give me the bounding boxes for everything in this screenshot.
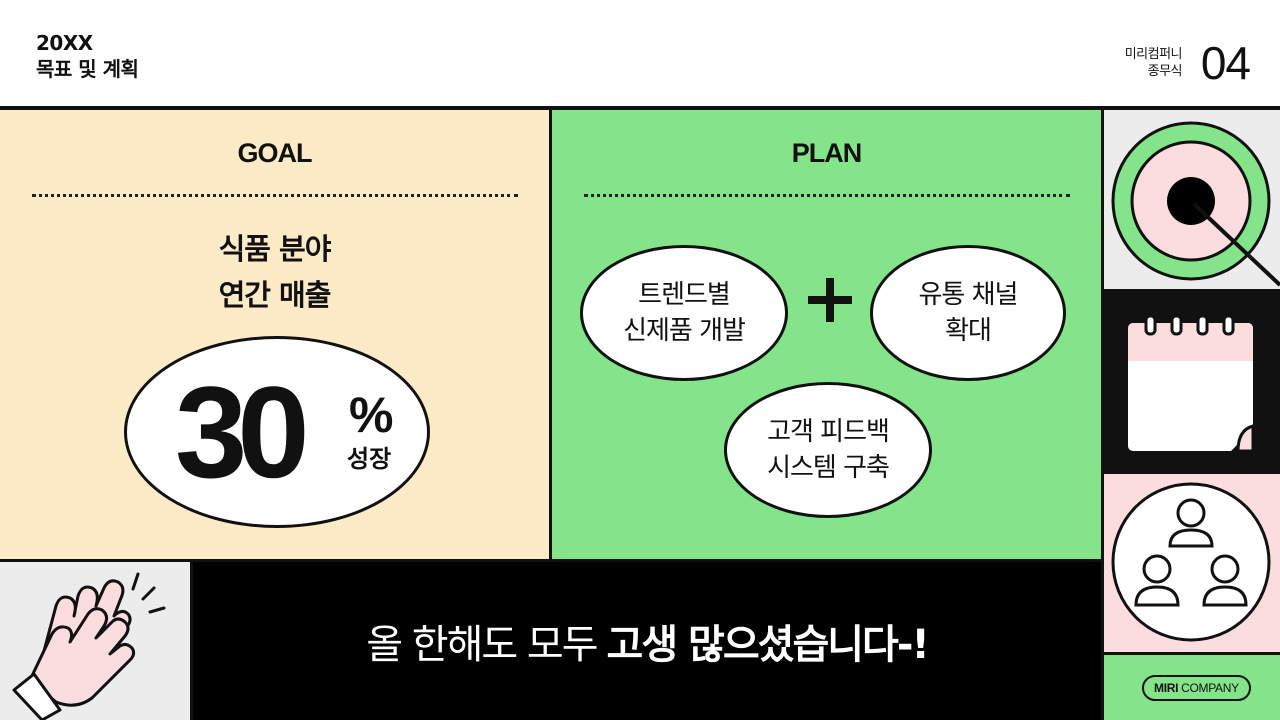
plan-divider	[584, 194, 1070, 197]
people-tile	[1101, 474, 1280, 655]
clap-tile	[0, 562, 193, 720]
page-title: 20XX 목표 및 계획	[36, 30, 139, 82]
target-icon	[1111, 121, 1280, 287]
goal-desc-line1: 식품 분야	[218, 232, 332, 266]
logo-tile: MIRI COMPANY	[1101, 655, 1280, 720]
clapping-hands-icon	[12, 572, 166, 720]
plus-icon	[808, 278, 852, 322]
plan-item-new-products: 트렌드별 신제품 개발	[580, 245, 788, 381]
plan-item-line: 트렌드별	[638, 280, 731, 310]
event-name: 종무식	[1147, 64, 1183, 79]
goal-description: 식품 분야 연간 매출	[0, 226, 549, 318]
goal-unit: %	[349, 387, 394, 443]
plan-item-line: 고객 피드백	[767, 417, 890, 447]
company-event-label: 미리컴퍼니 종무식	[1124, 46, 1183, 80]
header: 20XX 목표 및 계획 미리컴퍼니 종무식 04	[0, 0, 1280, 110]
company-logo: MIRI COMPANY	[1142, 675, 1251, 701]
plan-item-line: 시스템 구축	[767, 453, 890, 483]
calendar-icon	[1128, 314, 1255, 453]
title-year: 20XX	[36, 31, 93, 55]
goal-label: 성장	[347, 445, 392, 473]
company-name: 미리컴퍼니	[1124, 47, 1183, 62]
page-number: 04	[1200, 37, 1251, 89]
plan-panel: PLAN 트렌드별 신제품 개발 유통 채널 확대 고객 피드백 시스템 구축	[552, 110, 1101, 562]
calendar-tile	[1101, 292, 1280, 474]
goal-number: 30	[175, 359, 310, 505]
message-regular: 올 한해도 모두	[366, 622, 598, 668]
goal-panel: GOAL 식품 분야 연간 매출 30 % 성장	[0, 110, 552, 562]
goal-divider	[32, 194, 518, 197]
plan-item-line: 확대	[945, 316, 992, 346]
plan-heading: PLAN	[791, 138, 863, 168]
logo-regular-text: COMPANY	[1181, 681, 1239, 695]
title-subject: 목표 및 계획	[36, 57, 139, 81]
message-bold: 고생 많으셨습니다-!	[606, 622, 930, 668]
plan-item-distribution: 유통 채널 확대	[870, 245, 1066, 381]
goal-heading: GOAL	[237, 138, 313, 168]
closing-message: 올 한해도 모두 고생 많으셨습니다-!	[193, 562, 1101, 720]
logo-bold-text: MIRI	[1154, 681, 1179, 695]
plan-item-line: 유통 채널	[918, 280, 1019, 310]
target-tile	[1101, 110, 1280, 292]
goal-value-badge: 30 % 성장	[124, 336, 430, 528]
plan-item-feedback: 고객 피드백 시스템 구축	[724, 382, 932, 518]
goal-desc-line2: 연간 매출	[218, 278, 332, 312]
plan-item-line: 신제품 개발	[623, 316, 746, 346]
people-network-icon	[1111, 482, 1271, 642]
